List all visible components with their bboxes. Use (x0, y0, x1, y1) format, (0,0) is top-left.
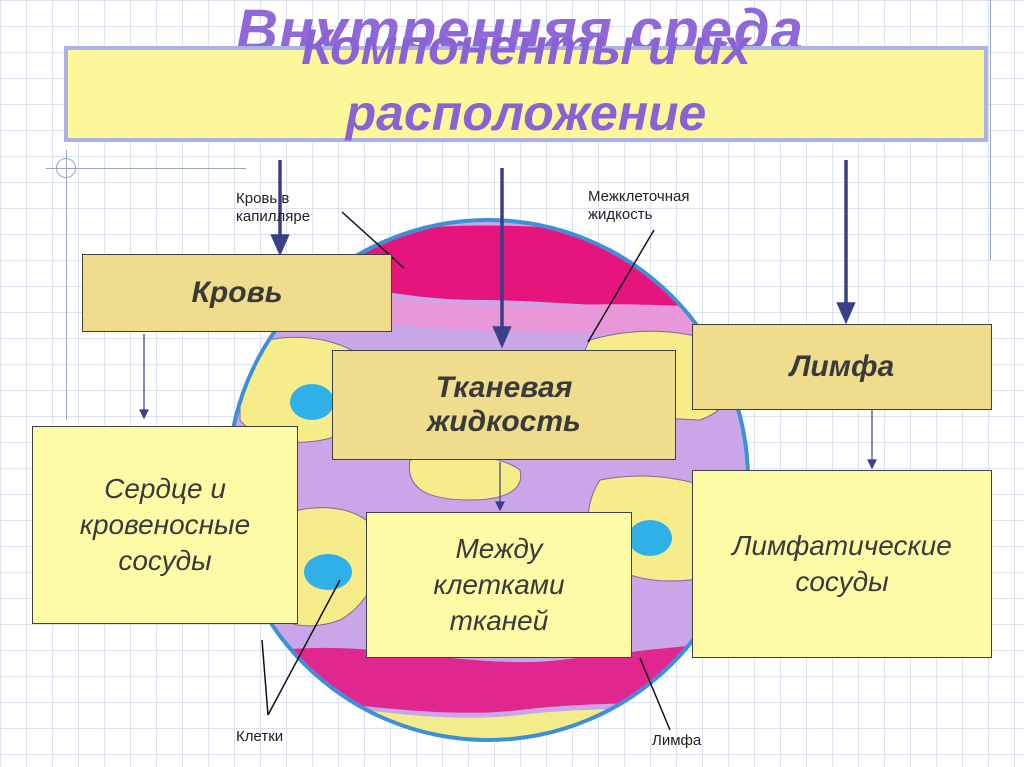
cell-nucleus (628, 520, 672, 556)
leader-line (267, 579, 341, 716)
component-lymph: Лимфа (692, 324, 992, 410)
label-intercellular-fluid: Межклеточная жидкость (588, 188, 690, 223)
location-blood: Сердце и кровеносные сосуды (32, 426, 298, 624)
label-cells: Клетки (236, 728, 284, 745)
leader-line (261, 639, 269, 716)
component-blood-label: Кровь (191, 276, 283, 309)
leader-line (341, 211, 405, 269)
component-tissue-fluid: Тканевая жидкость (332, 350, 676, 460)
cell-nucleus (290, 384, 334, 420)
component-blood: Кровь (82, 254, 392, 332)
component-lymph-label: Лимфа (789, 350, 895, 383)
location-lymph: Лимфатические сосуды (692, 470, 992, 658)
location-tissue-fluid-text: Между клетками тканей (433, 533, 565, 636)
component-tissue-fluid-label: Тканевая жидкость (427, 371, 581, 438)
leader-line (639, 657, 671, 731)
page-title: Компоненты и их расположение (64, 18, 988, 142)
guide-circle (56, 158, 76, 178)
title-line-1: Компоненты и их (301, 19, 751, 75)
cell-nucleus (304, 554, 352, 590)
guide-line-vertical-left (66, 150, 67, 420)
title-line-2: расположение (345, 85, 707, 141)
label-capillary-blood: Кровь в капилляре (236, 190, 311, 225)
guide-line-vertical-right (990, 0, 991, 260)
guide-line-horizontal (46, 168, 246, 169)
location-lymph-text: Лимфатические сосуды (732, 530, 952, 597)
location-blood-text: Сердце и кровеносные сосуды (79, 473, 251, 576)
title-box (64, 46, 988, 142)
location-tissue-fluid: Между клетками тканей (366, 512, 632, 658)
label-lymph-image: Лимфа (652, 732, 702, 749)
leader-line (587, 229, 655, 343)
